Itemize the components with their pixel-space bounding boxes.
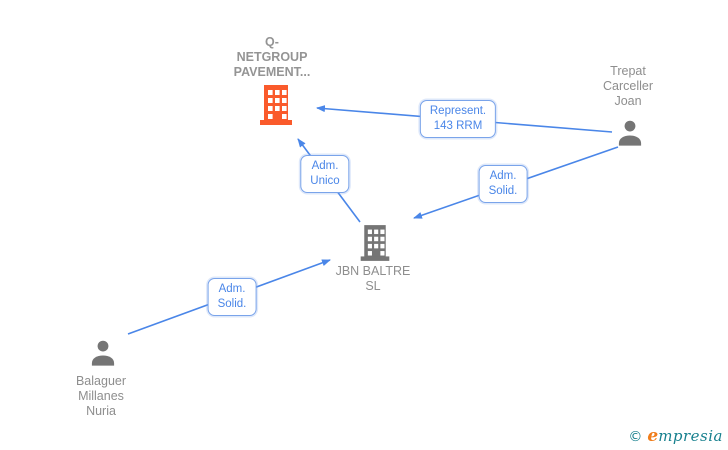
node-label-trepat: Trepat Carceller Joan — [602, 64, 653, 108]
building-icon — [358, 224, 392, 267]
person-icon — [611, 115, 649, 156]
node-label-qnetgroup: Q- NETGROUP PAVEMENT... — [233, 35, 311, 79]
edge-label-adm-unico: Adm. Unico — [300, 155, 350, 193]
edge-label-adm-solid-left: Adm. Solid. — [207, 278, 257, 316]
edge-label-adm-solid-right: Adm. Solid. — [478, 165, 528, 203]
node-label-balaguer: Balaguer Millanes Nuria — [75, 374, 127, 418]
person-icon — [84, 335, 122, 376]
logo-initial: e — [647, 426, 659, 446]
empresia-logo[interactable]: © e mpresia — [628, 426, 723, 446]
building-icon — [257, 84, 295, 131]
node-label-jbn-baltre: JBN BALTRE SL — [335, 264, 411, 293]
logo-text: mpresia — [658, 427, 723, 445]
edge-label-represent: Represent. 143 RRM — [419, 100, 497, 138]
copyright-symbol: © — [628, 429, 643, 445]
